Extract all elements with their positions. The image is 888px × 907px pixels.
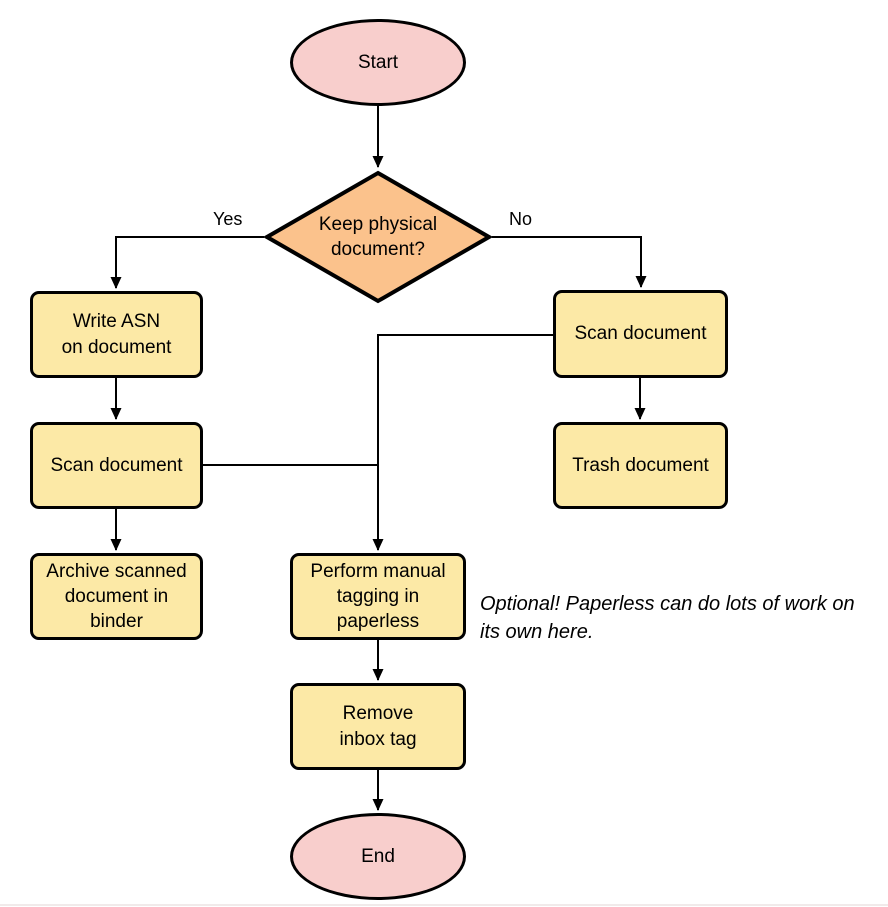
- node-label: End: [361, 845, 395, 867]
- annotation-text: Optional! Paperless can do lots of work …: [480, 593, 855, 643]
- page-bottom-edge: [0, 904, 888, 906]
- edge-label-no: No: [507, 209, 535, 230]
- start-node: Start: [290, 19, 466, 106]
- node-label: Trash document: [572, 454, 709, 476]
- node-label: Archive scanned document in binder: [46, 560, 187, 633]
- node-label: Start: [357, 51, 399, 73]
- process-node-scan-right: Scan document: [553, 290, 728, 378]
- process-node-archive: Archive scanned document in binder: [30, 553, 203, 640]
- node-label: Write ASN on document: [61, 311, 172, 358]
- edge-decision-no-to-scan-right: [492, 236, 647, 288]
- node-label: Remove inbox tag: [339, 703, 417, 750]
- decision-diamond-shape: [264, 170, 492, 304]
- node-label: Scan document: [574, 323, 707, 345]
- edge-decision-yes-to-write-asn: [110, 236, 264, 289]
- decision-node: Keep physical document?: [264, 170, 492, 304]
- node-label: Scan document: [50, 454, 183, 476]
- edge-scan-right-to-perform-tagging: [372, 334, 553, 551]
- process-node-scan-left: Scan document: [30, 422, 203, 509]
- process-node-remove-inbox-tag: Remove inbox tag: [290, 683, 466, 770]
- process-node-trash: Trash document: [553, 422, 728, 509]
- process-node-write-asn: Write ASN on document: [30, 291, 203, 378]
- node-label: Keep physical document?: [318, 213, 438, 260]
- end-node: End: [290, 813, 466, 900]
- process-node-perform-tagging: Perform manual tagging in paperless: [290, 553, 466, 640]
- node-label: Perform manual tagging in paperless: [310, 560, 446, 633]
- edge-label-yes: Yes: [211, 209, 245, 230]
